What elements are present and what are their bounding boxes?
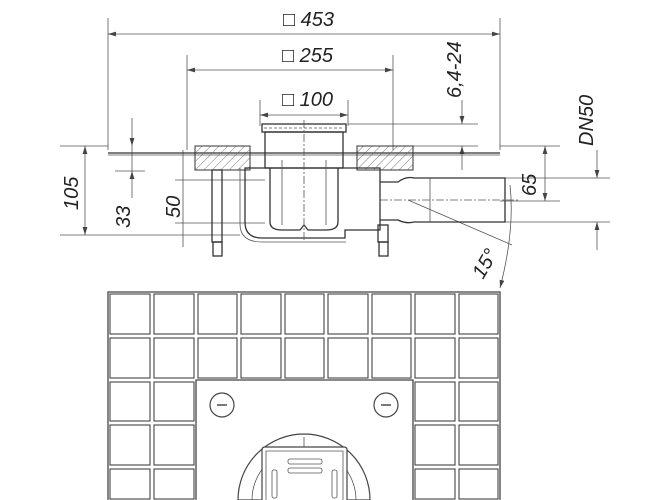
tile — [109, 293, 151, 335]
plan-view — [107, 291, 501, 500]
tile — [109, 424, 151, 466]
tile — [458, 293, 499, 335]
tile — [109, 468, 151, 500]
dimension-33-label: 33 — [113, 206, 135, 228]
tile — [284, 337, 325, 379]
dimension-453-label: □ 453 — [283, 9, 334, 31]
dimension-105-label: 105 — [61, 176, 83, 210]
tile — [153, 424, 195, 466]
dimension-100-label: □ 100 — [282, 89, 333, 111]
tile — [153, 381, 195, 422]
grate — [261, 446, 348, 500]
tile — [153, 468, 195, 500]
dimension-50-label: 50 — [163, 196, 185, 218]
section-view — [108, 120, 520, 257]
tile — [414, 468, 456, 500]
tile — [109, 337, 151, 379]
tile — [327, 293, 369, 335]
tile — [153, 293, 195, 335]
tile — [414, 293, 456, 335]
tile — [414, 337, 456, 379]
dimension-255: □ 255 — [186, 45, 394, 150]
tile — [371, 293, 412, 335]
dimension-100: □ 100 — [259, 89, 349, 126]
dimension-65: 65 — [500, 145, 560, 202]
dimension-angle: 15° — [407, 184, 513, 289]
dimension-dn50: DN50 — [505, 95, 610, 250]
tile — [197, 293, 238, 335]
dimension-dn50-label: DN50 — [576, 95, 598, 146]
dimension-50: 50 — [163, 150, 265, 247]
tile — [458, 468, 499, 500]
dimension-33: 33 — [113, 118, 145, 228]
tile — [414, 424, 456, 466]
tile — [327, 337, 369, 379]
dimension-adjust-label: 6,4-24 — [444, 41, 466, 98]
tile — [109, 381, 151, 422]
tile — [458, 381, 499, 422]
tile — [458, 424, 499, 466]
tile — [240, 293, 282, 335]
dimension-65-label: 65 — [519, 173, 541, 196]
dimension-105: 105 — [60, 145, 240, 236]
tile — [284, 293, 325, 335]
dimension-adjust: 6,4-24 — [348, 41, 478, 170]
tile — [371, 337, 412, 379]
tile — [458, 337, 499, 379]
dimension-255-label: □ 255 — [282, 45, 334, 67]
dimension-453: □ 453 — [107, 9, 501, 150]
tile — [414, 381, 456, 422]
tile — [197, 337, 238, 379]
dimension-angle-label: 15° — [468, 245, 502, 282]
tile — [153, 337, 195, 379]
tile — [240, 337, 282, 379]
